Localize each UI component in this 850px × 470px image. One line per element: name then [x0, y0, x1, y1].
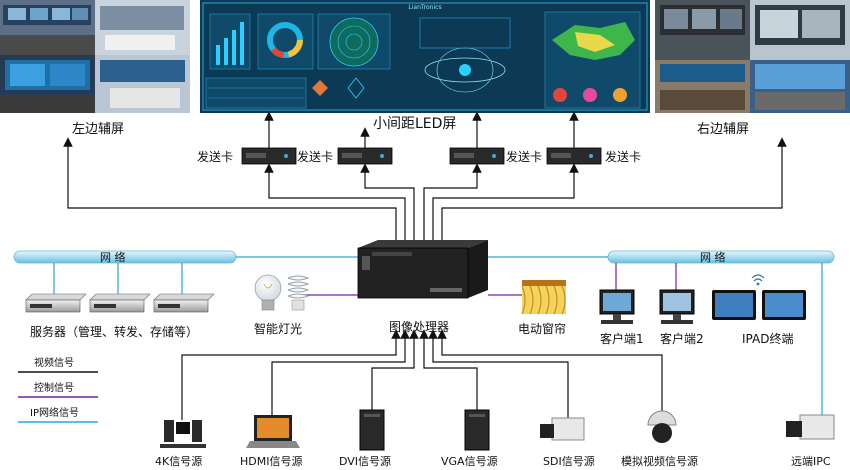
source-label: 4K信号源: [155, 454, 202, 468]
pc-tower-icon: [359, 409, 385, 451]
legend-video-label: 视频信号: [34, 356, 74, 369]
server: [153, 293, 215, 313]
right-screen-photos: [655, 0, 850, 113]
camera-icon: [540, 417, 585, 441]
client2-label: 客户端2: [660, 331, 704, 346]
source-label: 模拟视频信号源: [621, 454, 698, 468]
source-label: SDI信号源: [543, 454, 595, 468]
legend-control-label: 控制信号: [34, 381, 74, 394]
image-processor-device: [357, 240, 488, 299]
source-4k-icon: [160, 420, 206, 448]
laptop-icon: [246, 415, 300, 448]
ipad-label: IPAD终端: [742, 331, 793, 346]
servers: [25, 293, 215, 313]
network-label: 网 络: [100, 250, 126, 264]
pc-tower-icon: [464, 409, 490, 451]
source-label: DVI信号源: [339, 454, 391, 468]
smart-light-label: 智能灯光: [254, 321, 302, 336]
bulb-icon: [254, 274, 282, 311]
sender-cards: [241, 147, 602, 165]
center-screen-label: 小间距LED屏: [373, 116, 456, 132]
tablet-icon: [712, 290, 806, 320]
remote-camera-icon: [786, 414, 835, 440]
legend-ip-label: IP网络信号: [30, 406, 79, 419]
source-label: HDMI信号源: [240, 454, 302, 468]
right-screen-label: 右边辅屏: [697, 122, 749, 137]
remote-ipc-label: 远端IPC: [791, 455, 831, 468]
sender-card-label: 发送卡: [506, 149, 542, 164]
curtain-icon: [521, 280, 566, 315]
led-brand: LianTronics: [408, 4, 441, 11]
network-pipe-right: 网 络: [607, 250, 835, 264]
wifi-icon: [751, 274, 765, 286]
sender-card-label: 发送卡: [297, 149, 333, 164]
sender-card: [449, 147, 505, 165]
legend: 视频信号 控制信号 IP网络信号: [18, 356, 98, 423]
sender-card: [241, 147, 297, 165]
led-screen: LianTronics: [200, 0, 650, 113]
client1-label: 客户端1: [600, 331, 644, 346]
sender-card-label: 发送卡: [197, 149, 233, 164]
cfl-bulb-icon: [287, 275, 310, 311]
ip-signal-lines: [53, 256, 823, 415]
video-signal-lines: [63, 111, 787, 420]
processor-label: 图像处理器: [389, 320, 449, 334]
client-pc-icon: [599, 289, 635, 324]
servers-label: 服务器（管理、转发、存储等）: [30, 324, 198, 339]
server: [25, 293, 87, 313]
client-pc-icon: [659, 289, 695, 324]
curtain-label: 电动窗帘: [518, 321, 566, 336]
left-screen-photos: [0, 0, 190, 113]
dome-camera-icon: [647, 410, 677, 443]
source-label: VGA信号源: [441, 454, 498, 468]
sender-card: [337, 147, 393, 165]
left-screen-label: 左边辅屏: [72, 122, 124, 137]
sender-card-label: 发送卡: [605, 149, 641, 164]
network-pipe-left: 网 络: [13, 250, 237, 264]
network-label: 网 络: [700, 250, 726, 264]
sender-card: [546, 147, 602, 165]
control-signal-lines: [300, 263, 677, 296]
server: [89, 293, 151, 313]
